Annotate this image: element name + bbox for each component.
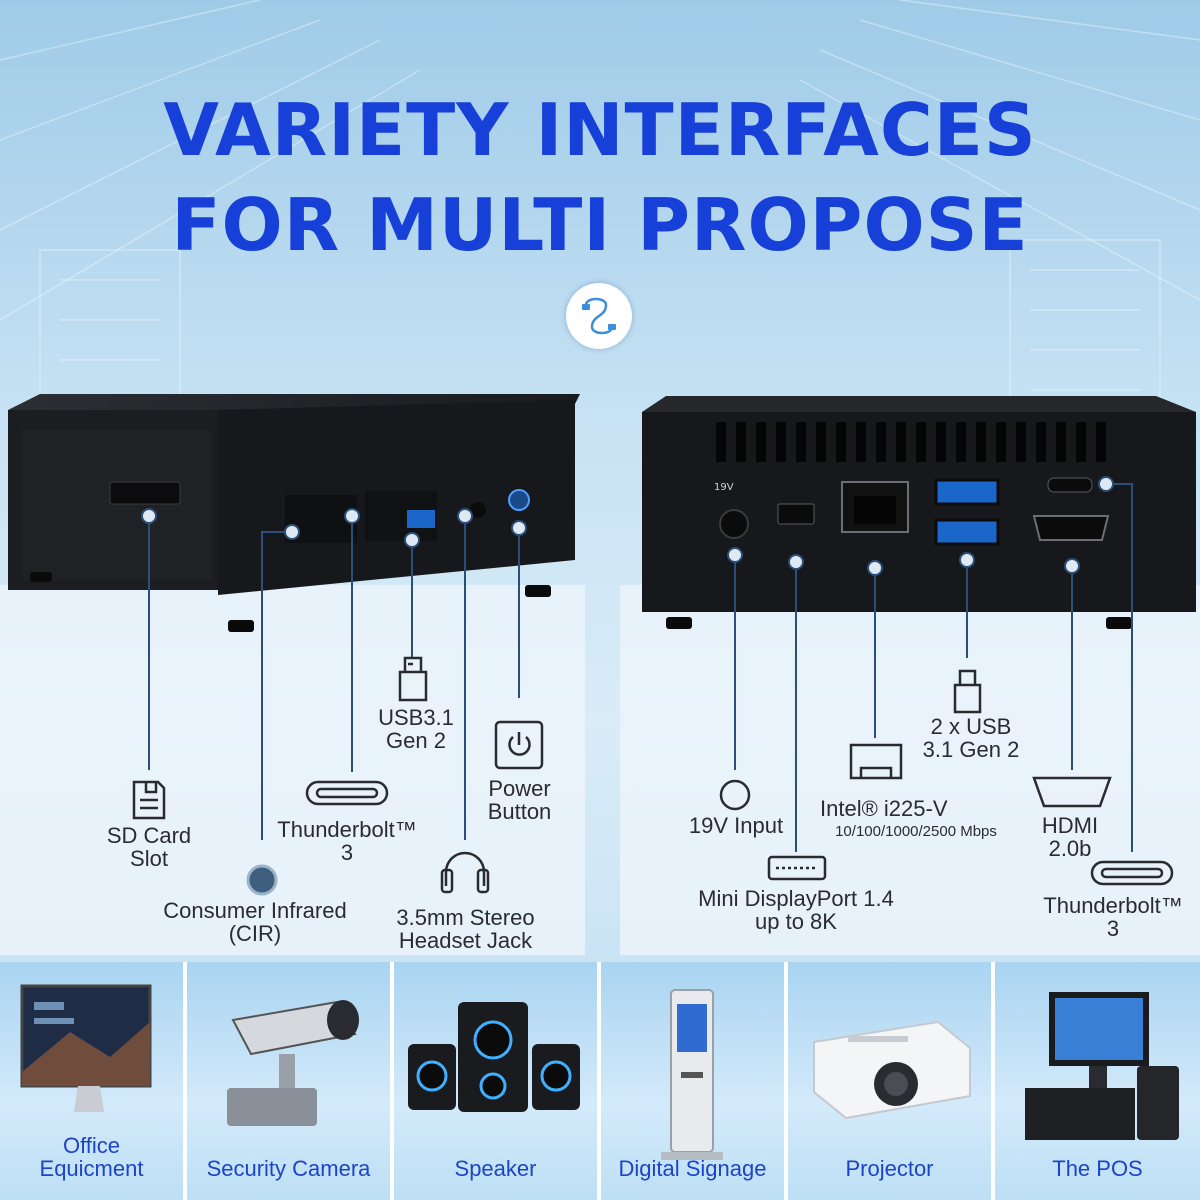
front-port-icons (132, 656, 544, 896)
app-speaker: Speaker (394, 962, 597, 1200)
usb-plug-icon-2 (953, 669, 982, 714)
displayport-icon (767, 855, 827, 881)
sd-card-icon (132, 780, 166, 820)
app-digital-signage-caption: Digital Signage (618, 1156, 767, 1181)
ethernet-speed-label: 10/100/1000/2500 Mbps (835, 823, 997, 840)
sd-card-icon-detail (140, 782, 158, 810)
app-pos-caption: The POS (1052, 1156, 1143, 1181)
ir-sensor-icon (246, 864, 278, 896)
app-speaker-caption: Speaker (454, 1156, 537, 1181)
callout-lines (141, 476, 1133, 852)
ethernet-label: Intel® i225-V (820, 796, 948, 821)
app-digital-signage: Digital Signage (601, 962, 784, 1200)
hdmi-port-icon (1032, 776, 1112, 808)
cable-icon (566, 283, 632, 349)
app-projector-caption: Projector (845, 1156, 934, 1181)
thunderbolt-port-icon (305, 780, 389, 806)
app-projector: Projector (788, 962, 991, 1200)
rear-port-icons (719, 669, 1174, 886)
cir-label: Consumer Infrared(CIR) (163, 898, 347, 946)
app-security-camera: Security Camera (187, 962, 390, 1200)
dc-voltage-label: 19V (714, 482, 734, 493)
usb-plug-icon (398, 656, 428, 702)
headphones-icon (444, 851, 486, 886)
app-security-camera-caption: Security Camera (206, 1156, 371, 1181)
power-icon (494, 720, 544, 770)
rear-panel-backdrop (620, 585, 1200, 955)
front-panel-backdrop (0, 585, 585, 955)
app-pos: The POS (995, 962, 1200, 1200)
power-input-label: 19V Input (688, 813, 784, 838)
dc-jack-icon (719, 779, 751, 811)
headline-line-1: VARIETY INTERFACES (163, 88, 1037, 172)
headline-line-2: FOR MULTI PROPOSE (171, 183, 1029, 267)
thunderbolt-port-icon-2 (1090, 860, 1174, 886)
ethernet-port-icon (849, 743, 903, 780)
mini-pc-front (8, 394, 580, 632)
